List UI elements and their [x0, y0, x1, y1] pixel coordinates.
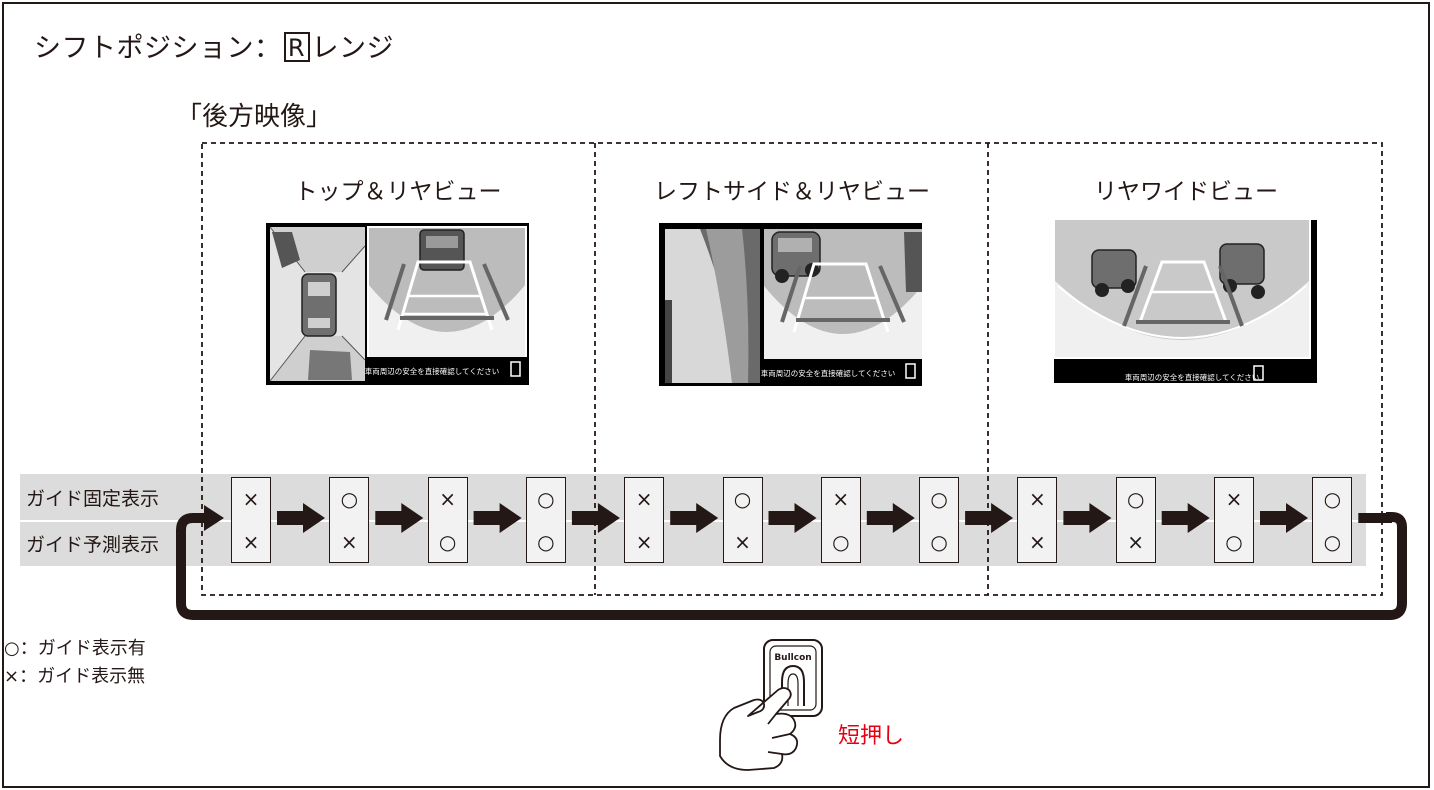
fixed-guide-state: ○: [1323, 487, 1342, 511]
row-label-fixed: ガイド固定表示: [26, 488, 160, 510]
fixed-guide-state: ×: [1029, 487, 1046, 511]
guide-state-box: ○○: [525, 477, 566, 563]
row-label-predicted: ガイド予測表示: [26, 534, 160, 556]
loop-exit-stub: [1358, 513, 1392, 523]
predicted-guide-state: ○: [930, 530, 948, 554]
screen-rear-wide: 車両周辺の安全を直接確認してください: [1054, 220, 1317, 383]
fixed-guide-state: ×: [635, 487, 653, 511]
title-prefix: シフトポジション：: [34, 33, 282, 64]
predicted-guide-state: ○: [1323, 530, 1342, 554]
fixed-guide-state: ×: [1225, 487, 1243, 511]
next-state-arrow: [571, 503, 620, 533]
next-state-arrow: [1161, 503, 1210, 533]
guide-state-box: ○×: [329, 477, 370, 563]
predicted-guide-state: ○: [438, 530, 457, 554]
predicted-guide-state: ○: [832, 530, 850, 554]
predicted-guide-state: ×: [1029, 530, 1046, 554]
predicted-guide-state: ×: [340, 530, 358, 554]
loop-back-line: [176, 512, 1407, 620]
panel-label-top-rear: トップ＆リヤビュー: [294, 179, 502, 205]
predicted-guide-state: ×: [242, 530, 260, 554]
predicted-guide-state: ×: [1127, 530, 1145, 554]
guide-state-box: ××: [231, 477, 271, 563]
guide-state-box: ××: [624, 477, 665, 563]
predicted-guide-state: ×: [734, 530, 751, 554]
range-letter-box: R: [283, 32, 310, 62]
fixed-guide-state: ○: [340, 487, 359, 511]
next-state-arrow: [1260, 503, 1308, 533]
fixed-guide-state: ×: [832, 487, 850, 511]
next-state-arrow: [866, 503, 915, 533]
pressing-hand-icon: [719, 687, 799, 771]
guide-state-box: ×○: [1214, 477, 1254, 563]
legend-guide-off: ×：ガイド表示無: [4, 666, 146, 687]
next-state-arrow: [670, 503, 719, 533]
guide-state-box: ○○: [1312, 477, 1353, 563]
guide-state-box: ××: [1017, 477, 1058, 563]
next-state-arrow: [277, 503, 325, 533]
guide-state-box: ○×: [722, 477, 763, 563]
panel-label-rear-wide: リヤワイドビュー: [1094, 179, 1278, 205]
fixed-guide-state: ○: [537, 487, 555, 511]
panel-outlines: [201, 142, 1383, 596]
predicted-guide-state: ○: [537, 530, 555, 554]
loop-entry-arrowhead: [204, 505, 224, 531]
screen-caption-2: 車両周辺の安全を直接確認してください: [761, 368, 896, 378]
title-suffix: レンジ: [311, 33, 394, 64]
guide-state-box: ×○: [820, 477, 861, 563]
fixed-guide-state: ×: [242, 487, 260, 511]
screen-caption-3: 車両周辺の安全を直接確認してください: [1125, 372, 1260, 382]
predicted-guide-state: ×: [635, 530, 653, 554]
guide-state-box: ×○: [427, 477, 468, 563]
fixed-guide-state: ○: [1126, 487, 1145, 511]
predicted-guide-state: ○: [1225, 530, 1243, 554]
rear-view-subtitle: 「後方映像」: [176, 102, 333, 132]
screen-left-rear: 車両周辺の安全を直接確認してください: [659, 223, 922, 386]
screen-top-rear: 車両周辺の安全を直接確認してください: [266, 223, 529, 385]
next-state-arrow: [965, 503, 1014, 533]
switch-logo: Bullcon: [774, 653, 811, 663]
next-state-arrow: [1063, 503, 1112, 533]
short-press-label: 短押し: [838, 724, 905, 749]
legend-guide-on: ○：ガイド表示有: [4, 638, 146, 659]
guide-state-box: ○○: [919, 477, 960, 563]
next-state-arrow: [375, 503, 424, 533]
next-state-arrow: [473, 503, 522, 533]
panel-label-left-rear: レフトサイド＆リヤビュー: [654, 179, 930, 205]
fixed-guide-state: ○: [733, 487, 752, 511]
fixed-guide-state: ○: [930, 487, 948, 511]
guide-state-box: ○×: [1115, 477, 1156, 563]
fixed-guide-state: ×: [439, 487, 456, 511]
screen-caption-1: 車両周辺の安全を直接確認してください: [365, 366, 500, 376]
next-state-arrow: [768, 503, 817, 533]
